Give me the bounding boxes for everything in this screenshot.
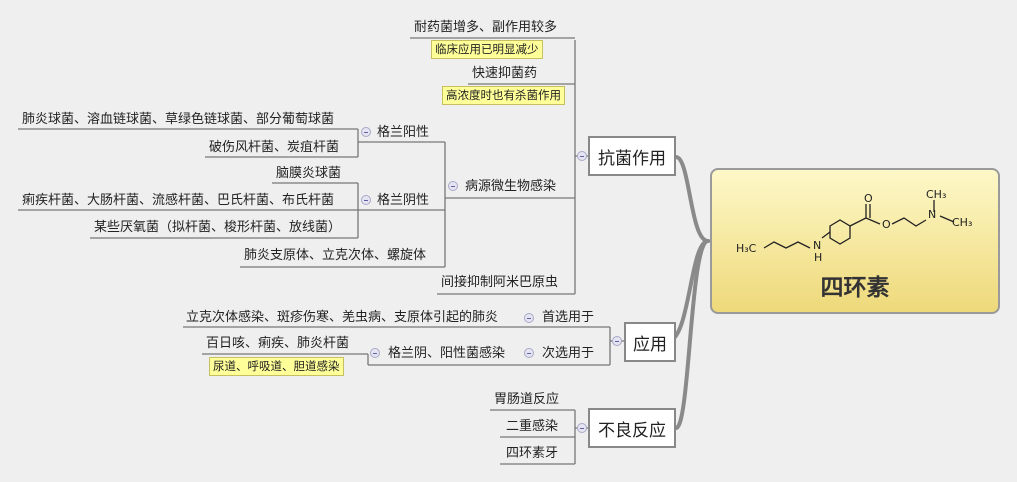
node-fast[interactable]: 快速抑菌药 bbox=[472, 66, 538, 81]
h-label: H bbox=[814, 251, 822, 264]
node-second-1a[interactable]: 百日咳、痢疾、肺炎杆菌 bbox=[206, 336, 350, 351]
central-title: 四环素 bbox=[820, 275, 890, 301]
node-first-1[interactable]: 立克次体感染、斑疹伤寒、羌虫病、支原体引起的肺炎 bbox=[186, 310, 499, 325]
node-second-1[interactable]: 格兰阴、阳性菌感染 bbox=[388, 346, 506, 361]
collapse-gram-both-icon[interactable] bbox=[370, 348, 380, 358]
note-fast: 高浓度时也有杀菌作用 bbox=[442, 86, 565, 105]
note-resistance: 临床应用已明显减少 bbox=[431, 40, 543, 59]
node-first[interactable]: 首选用于 bbox=[542, 310, 595, 325]
node-pathogen[interactable]: 病源微生物感染 bbox=[465, 179, 557, 194]
node-other-pathogen[interactable]: 肺炎支原体、立克次体、螺旋体 bbox=[244, 248, 427, 263]
branch-application[interactable]: 应用 bbox=[624, 322, 676, 362]
ch3-label-1: CH₃ bbox=[926, 188, 946, 201]
node-superinfection[interactable]: 二重感染 bbox=[506, 419, 559, 434]
node-gram-pos-2[interactable]: 破伤风杆菌、炭疽杆菌 bbox=[209, 140, 340, 155]
node-second[interactable]: 次选用于 bbox=[542, 346, 595, 361]
n-label-2: N bbox=[928, 208, 936, 221]
node-gi[interactable]: 胃肠道反应 bbox=[494, 392, 560, 407]
collapse-first-icon[interactable] bbox=[524, 313, 534, 323]
note-second: 尿道、呼吸道、胆道感染 bbox=[209, 357, 344, 376]
branch-antibacterial[interactable]: 抗菌作用 bbox=[588, 136, 676, 176]
collapse-adverse-icon[interactable] bbox=[577, 423, 587, 433]
branch-adverse[interactable]: 不良反应 bbox=[588, 408, 676, 448]
node-teeth[interactable]: 四环素牙 bbox=[506, 446, 559, 461]
tetracaine-structure-image: H₃C N H O O N CH₃ CH₃ bbox=[736, 188, 972, 264]
h3c-label: H₃C bbox=[736, 242, 757, 255]
o-label-2: O bbox=[882, 218, 891, 231]
node-gram-neg-1[interactable]: 脑膜炎球菌 bbox=[276, 166, 342, 181]
node-amoeba[interactable]: 间接抑制阿米巴原虫 bbox=[441, 275, 559, 290]
collapse-application-icon[interactable] bbox=[612, 336, 622, 346]
n-label-1: N bbox=[813, 239, 821, 252]
collapse-gram-neg-icon[interactable] bbox=[361, 195, 371, 205]
node-gram-neg-2[interactable]: 痢疾杆菌、大肠杆菌、流感杆菌、巴氏杆菌、布氏杆菌 bbox=[22, 193, 335, 208]
node-gram-pos-1[interactable]: 肺炎球菌、溶血链球菌、草绿色链球菌、部分葡萄球菌 bbox=[22, 112, 335, 127]
collapse-gram-pos-icon[interactable] bbox=[361, 127, 371, 137]
ch3-label-2: CH₃ bbox=[952, 216, 972, 229]
node-gram-neg-3[interactable]: 某些厌氧菌（拟杆菌、梭形杆菌、放线菌） bbox=[94, 220, 342, 235]
collapse-antibacterial-icon[interactable] bbox=[577, 151, 587, 161]
node-resistance[interactable]: 耐药菌增多、副作用较多 bbox=[414, 20, 558, 35]
o-label-1: O bbox=[864, 192, 873, 205]
node-gram-neg[interactable]: 格兰阴性 bbox=[377, 193, 430, 208]
node-gram-pos[interactable]: 格兰阳性 bbox=[377, 125, 430, 140]
collapse-second-icon[interactable] bbox=[524, 348, 534, 358]
collapse-pathogen-icon[interactable] bbox=[448, 181, 458, 191]
central-topic[interactable]: H₃C N H O O N CH₃ CH₃ 四环素 bbox=[710, 168, 1000, 314]
